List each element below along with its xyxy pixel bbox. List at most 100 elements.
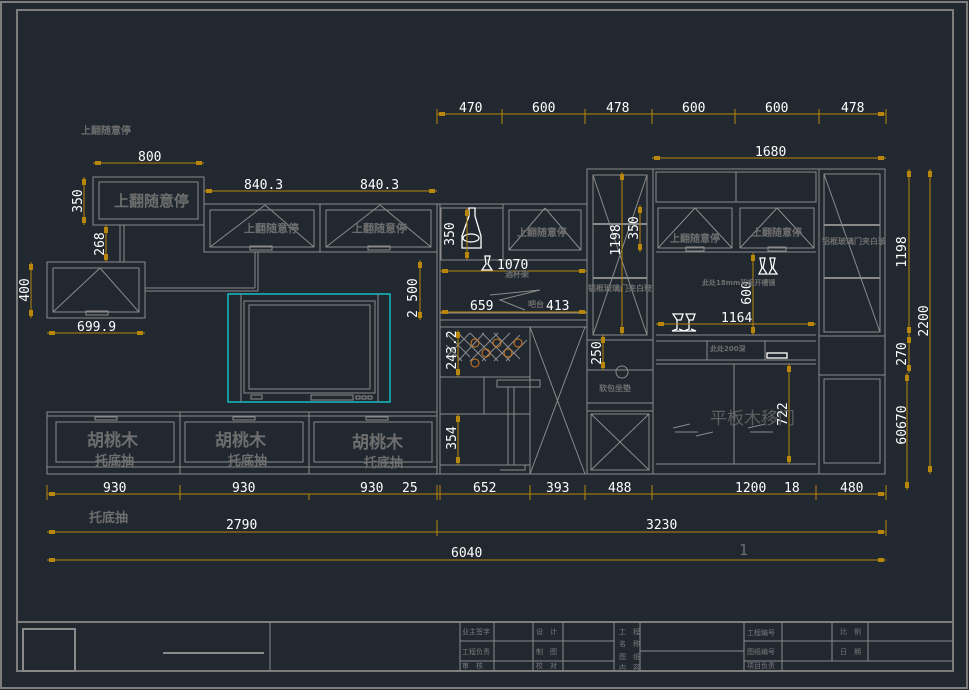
drafting-label: 制 图	[536, 647, 557, 656]
dimension-tick	[907, 327, 911, 333]
dim-glass-top: 350	[627, 216, 642, 239]
dim-bottom-9: 480	[840, 481, 863, 496]
dim-left-box-width: 699.9	[77, 320, 116, 335]
walnut-label-3: 胡桃木	[352, 432, 404, 453]
drawer-note: 此处200深	[710, 344, 746, 353]
dimension-tick	[928, 466, 932, 472]
dim-left-box-height: 400	[18, 278, 33, 301]
display-cabinet	[652, 168, 886, 475]
sheet-number: 1	[739, 541, 748, 559]
drawer-base-label-1: 托底抽	[95, 453, 134, 469]
inner-border	[16, 9, 954, 672]
dimension-tick	[465, 210, 469, 216]
drawer-base-label-2: 托底抽	[228, 453, 267, 469]
date-label: 日 期	[840, 648, 861, 656]
design-label: 设 计	[536, 627, 557, 636]
dimension-tick	[638, 207, 642, 213]
dimension-tick	[206, 189, 212, 193]
logo-box	[22, 628, 76, 672]
dim-top-0: 470	[459, 101, 482, 116]
dimension-tick	[905, 482, 909, 488]
dim-bench: 250	[590, 341, 605, 364]
dimension-tick	[442, 310, 448, 314]
dim-upper-open: 600	[740, 281, 755, 304]
drawer-base-note: 托底抽	[89, 510, 128, 526]
drawing-content-label-2: 内 容	[619, 663, 640, 672]
dimension-tick	[658, 322, 664, 326]
dimension-tick	[579, 269, 585, 273]
dim-slide-height: 722	[776, 402, 791, 425]
dim-stool: 354	[445, 426, 460, 450]
dim-total-height: 2200	[917, 305, 932, 336]
dimension-tick	[751, 327, 755, 333]
flip-up-label-1: 上翻随意停	[244, 221, 299, 235]
bar-counter-label: 吧台	[528, 299, 544, 309]
dim-bottom-7: 1200	[735, 481, 766, 496]
flip-up-label-2: 上翻随意停	[352, 221, 407, 235]
dimension-tick	[579, 310, 585, 314]
dimension-tick	[429, 189, 435, 193]
title-block-labels: 业主签字 工程负责 审 核 设 计 制 图 校 对 工 程 名 称 图 纸 内 …	[462, 627, 861, 672]
drawer-base-label-3: 托底抽	[364, 455, 403, 471]
dimension-tick	[907, 337, 911, 343]
dimension-tick	[49, 530, 55, 534]
dim-bottom-5: 393	[546, 481, 569, 496]
dimension-tick	[418, 262, 422, 268]
dimension-tick	[49, 492, 55, 496]
dimension-tick	[808, 322, 814, 326]
flip-up-label-4: 上翻随意停	[670, 232, 720, 245]
annotations: 上翻随意停 上翻随意停 上翻随意停 上翻随意停 上翻随意停 上翻随意停 上翻随意…	[81, 124, 887, 559]
dimension-tick	[104, 254, 108, 260]
dimension-tick	[465, 252, 469, 258]
dim-top-2: 478	[606, 101, 629, 116]
project-name-label-1: 工 程	[619, 627, 640, 636]
scale-label: 比 例	[840, 627, 861, 636]
dim-bottom-3: 25	[402, 481, 418, 496]
dimension-tick	[878, 558, 884, 562]
dimension-tick	[49, 558, 55, 562]
hanging-rack-label: 酒杯架	[505, 269, 529, 279]
dimension-tick	[82, 179, 86, 185]
dimension-tick	[29, 264, 33, 270]
flip-up-label-3: 上翻随意停	[517, 226, 567, 239]
dim-shelf-width: 1164	[721, 311, 752, 326]
check-label: 校 对	[536, 661, 557, 670]
dimension-tick	[907, 171, 911, 177]
dim-bottom-8: 18	[784, 481, 800, 496]
dim-bottom-4: 652	[473, 481, 496, 496]
dimension-tick	[104, 227, 108, 233]
dimension-tick	[439, 112, 445, 116]
left-upper-cabinets	[46, 176, 438, 319]
dim-wine-cab: 350	[443, 222, 458, 245]
flip-up-note: 上翻随意停	[81, 124, 131, 137]
dim-bar-left: 659	[470, 299, 493, 314]
glass-door-label-2: 铝框玻璃门夹白玻	[822, 236, 887, 246]
tv-unit	[227, 293, 391, 403]
dimension-tick	[95, 161, 101, 165]
base-drawers	[46, 411, 438, 475]
dim-bottom-1: 930	[232, 481, 255, 496]
dimension-tick	[137, 331, 143, 335]
project-no-label: 工程编号	[747, 628, 775, 637]
dimension-tick	[456, 416, 460, 422]
dim-bottom-2: 930	[360, 481, 383, 496]
dimension-tick	[638, 244, 642, 250]
dim-gap: 268	[93, 232, 108, 255]
dimension-tick	[907, 365, 911, 371]
dimension-tick	[82, 217, 86, 223]
dim-left-top-width: 800	[138, 150, 161, 165]
sliding-door-label: 平板木移门	[710, 409, 795, 429]
dim-bar-right: 413	[546, 299, 569, 314]
dim-left-total: 2790	[226, 518, 257, 533]
dimension-tick	[456, 369, 460, 375]
cushion-label: 软包坐垫	[599, 383, 631, 393]
dimension-tick	[928, 171, 932, 177]
dim-top-3: 600	[682, 101, 705, 116]
tv-top-box	[46, 261, 146, 319]
wine-glasses-icon	[671, 313, 697, 332]
dimension-tick	[456, 457, 460, 463]
dim-bar-width: 1070	[497, 258, 528, 273]
tv-outline	[227, 293, 391, 403]
dim-bottom-6: 488	[608, 481, 631, 496]
